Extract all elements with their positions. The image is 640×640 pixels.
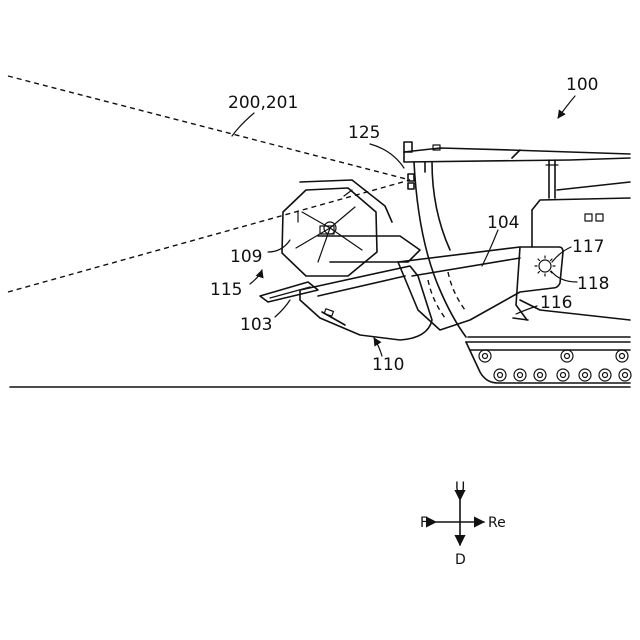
label-115: 115 bbox=[210, 280, 242, 300]
label-118: 118 bbox=[577, 274, 609, 294]
label-109: 109 bbox=[230, 247, 262, 267]
sensing-range-lines bbox=[8, 76, 410, 292]
label-110: 110 bbox=[372, 355, 404, 375]
cutting-unit bbox=[260, 282, 318, 302]
reel bbox=[282, 180, 420, 276]
direction-front-label: F bbox=[420, 515, 428, 531]
label-103: 103 bbox=[240, 315, 272, 335]
label-117: 117 bbox=[572, 237, 604, 257]
crawler-track bbox=[466, 337, 631, 383]
direction-compass: U D F Re bbox=[420, 480, 506, 568]
label-200-201: 200,201 bbox=[228, 93, 298, 113]
direction-down-label: D bbox=[455, 552, 466, 568]
direction-rear-label: Re bbox=[488, 515, 506, 531]
label-116: 116 bbox=[540, 293, 572, 313]
direction-up-label: U bbox=[455, 480, 465, 496]
label-104: 104 bbox=[487, 213, 519, 233]
header-auger bbox=[300, 266, 432, 340]
label-100: 100 bbox=[566, 75, 598, 95]
label-125: 125 bbox=[348, 123, 380, 143]
